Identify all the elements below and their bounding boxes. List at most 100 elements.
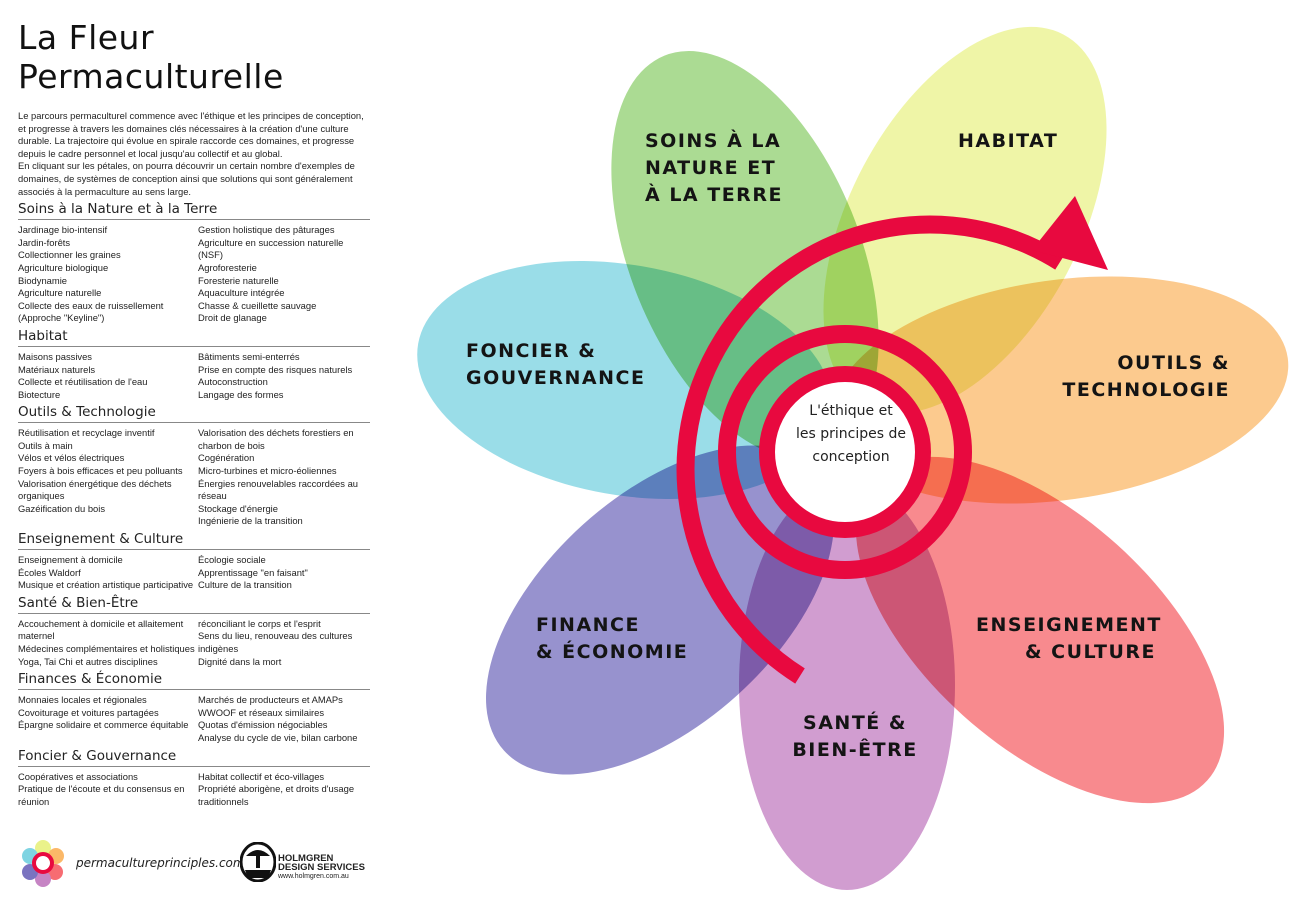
label-line: NATURE ET (645, 157, 777, 179)
spiral (676, 196, 1108, 684)
section-title[interactable]: Finances & Économie (18, 671, 370, 691)
list-item: Foyers à bois efficaces et peu polluants (18, 465, 183, 477)
list-item: Chasse & cueillette sauvage (198, 299, 317, 311)
list-item: Valorisation énergétique des déchets org… (18, 477, 172, 502)
holmgren-url-link[interactable]: www.holmgren.com.au (278, 873, 349, 880)
item-column: Accouchement à domicile et allaitement m… (18, 618, 198, 668)
center-circle[interactable] (759, 366, 931, 538)
footer: permacultureprinciples.com HOLMGREN DESI… (18, 838, 378, 888)
label-line: TECHNOLOGIE (1062, 379, 1230, 401)
list-item: Musique et création artistique participa… (18, 579, 194, 591)
section-title[interactable]: Outils & Technologie (18, 404, 370, 424)
list-item: Droit de glanage (198, 312, 267, 324)
section-title[interactable]: Santé & Bien-Être (18, 595, 370, 614)
list-item: Gestion holistique des pâturages (198, 224, 335, 236)
list-item: Micro-turbines et micro-éoliennes (198, 465, 337, 477)
label-line: GOUVERNANCE (466, 367, 646, 389)
list-item: Marchés de producteurs et AMAPs (198, 694, 343, 706)
list-item: Quotas d'émission négociables (198, 719, 328, 731)
list-item: Ingénierie de la transition (198, 515, 303, 527)
list-item: Gazéification du bois (18, 502, 106, 514)
intro-paragraph: En cliquant sur les pétales, on pourra d… (18, 160, 355, 197)
list-item: Habitat collectif et éco-villages (198, 770, 325, 782)
left-panel: La Fleur Permaculturelle Le parcours per… (18, 18, 370, 808)
petal-outils-technologie[interactable] (817, 249, 1300, 531)
list-item: Langage des formes (198, 388, 284, 400)
list-item: Aquaculture intégrée (198, 287, 285, 299)
list-item: Écoles Waldorf (18, 566, 81, 578)
label-line: À LA TERRE (645, 184, 783, 206)
center-line: conception (812, 449, 890, 465)
section-title[interactable]: Habitat (18, 328, 370, 347)
section-title[interactable]: Foncier & Gouvernance (18, 748, 370, 767)
list-item: réconciliant le corps et l'esprit (198, 617, 321, 629)
page-title: La Fleur Permaculturelle (18, 18, 284, 96)
list-item: Agriculture naturelle (18, 287, 102, 299)
label-line: SANTÉ & (803, 712, 907, 734)
hds-line: DESIGN SERVICES (278, 862, 365, 873)
list-item: Propriété aborigène, et droits d'usage t… (198, 783, 355, 807)
label-line: & CULTURE (1024, 641, 1156, 663)
holmgren-tree-logo-icon (240, 842, 276, 882)
list-item: Yoga, Tai Chi et autres disciplines (18, 655, 158, 667)
label-line: OUTILS & (1117, 352, 1230, 374)
label-habitat: HABITAT (958, 128, 1058, 155)
list-item: Autoconstruction (198, 376, 268, 388)
center-line: les principes de (796, 426, 906, 442)
list-item: WWOOF et réseaux similaires (198, 706, 325, 718)
list-item: Covoiturage et voitures partagées (18, 706, 159, 718)
list-item: Dignité dans la mort (198, 655, 282, 667)
list-item: Outils à main (18, 439, 73, 451)
list-item: Agroforesterie (198, 261, 257, 273)
list-item: Accouchement à domicile et allaitement m… (18, 617, 184, 642)
list-item: Valorisation des déchets forestiers en c… (198, 427, 354, 451)
list-item: Épargne solidaire et commerce équitable (18, 719, 189, 731)
section-title[interactable]: Enseignement & Culture (18, 531, 370, 551)
list-item: Foresterie naturelle (198, 274, 279, 286)
petal-enseignement-culture[interactable] (796, 394, 1284, 866)
section-items: Accouchement à domicile et allaitement m… (18, 614, 370, 668)
section-title[interactable]: Soins à la Nature et à la Terre (18, 201, 370, 221)
list-item: Maisons passives (18, 350, 92, 362)
permaculture-flower-logo-icon (22, 840, 64, 887)
list-item: Collectionner les graines (18, 249, 121, 261)
list-item: Pratique de l'écoute et du consensus en … (18, 783, 185, 807)
list-item: Culture de la transition (198, 579, 292, 591)
label-outils: OUTILS & TECHNOLOGIE (1060, 350, 1230, 404)
list-item: Analyse du cycle de vie, bilan carbone (198, 731, 358, 743)
label-line: FINANCE (536, 614, 640, 636)
list-item: Coopératives et associations (18, 770, 138, 782)
intro-text: Le parcours permaculturel commence avec … (18, 110, 370, 198)
permacultureprinciples-link[interactable]: permacultureprinciples.com (76, 856, 245, 870)
center-line: L'éthique et (809, 403, 893, 419)
label-line: & ÉCONOMIE (536, 641, 689, 663)
label-foncier: FONCIER & GOUVERNANCE (466, 338, 645, 392)
list-item: Apprentissage "en faisant" (198, 566, 308, 578)
label-enseignement: ENSEIGNEMENT & CULTURE (976, 612, 1160, 666)
item-column: Valorisation des déchets forestiers en c… (198, 427, 370, 528)
list-item: Jardin-forêts (18, 236, 71, 248)
